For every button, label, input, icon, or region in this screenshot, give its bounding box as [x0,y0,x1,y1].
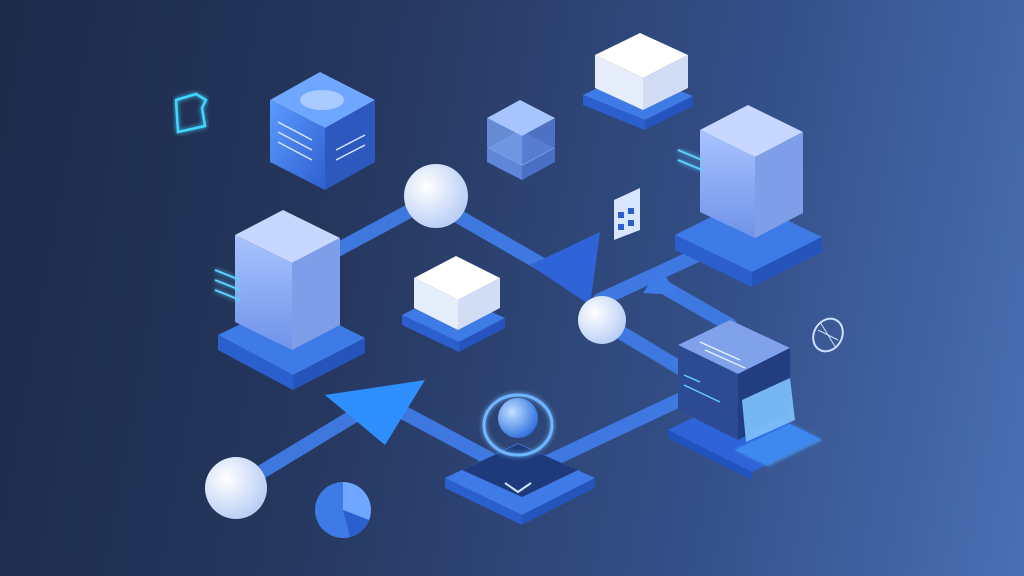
document-stack-icon [583,33,693,130]
computer-terminal-icon [668,320,822,480]
outline-icon [174,92,208,134]
arrow-icon [325,380,425,445]
server-tower-icon [675,105,822,287]
arrow-icon [530,232,600,305]
hub-platform-icon [445,393,595,525]
node-sphere [578,296,626,344]
building-icon [614,188,640,240]
arrow-icon [643,268,678,295]
layer-stack-icon [487,100,555,180]
server-tower-icon [214,210,365,390]
node-sphere [205,457,267,519]
mesh-icon [812,317,844,353]
document-stack-icon [402,256,505,352]
pie-chart-icon [315,482,371,538]
node-sphere [404,164,468,228]
data-cube-icon [270,72,375,190]
